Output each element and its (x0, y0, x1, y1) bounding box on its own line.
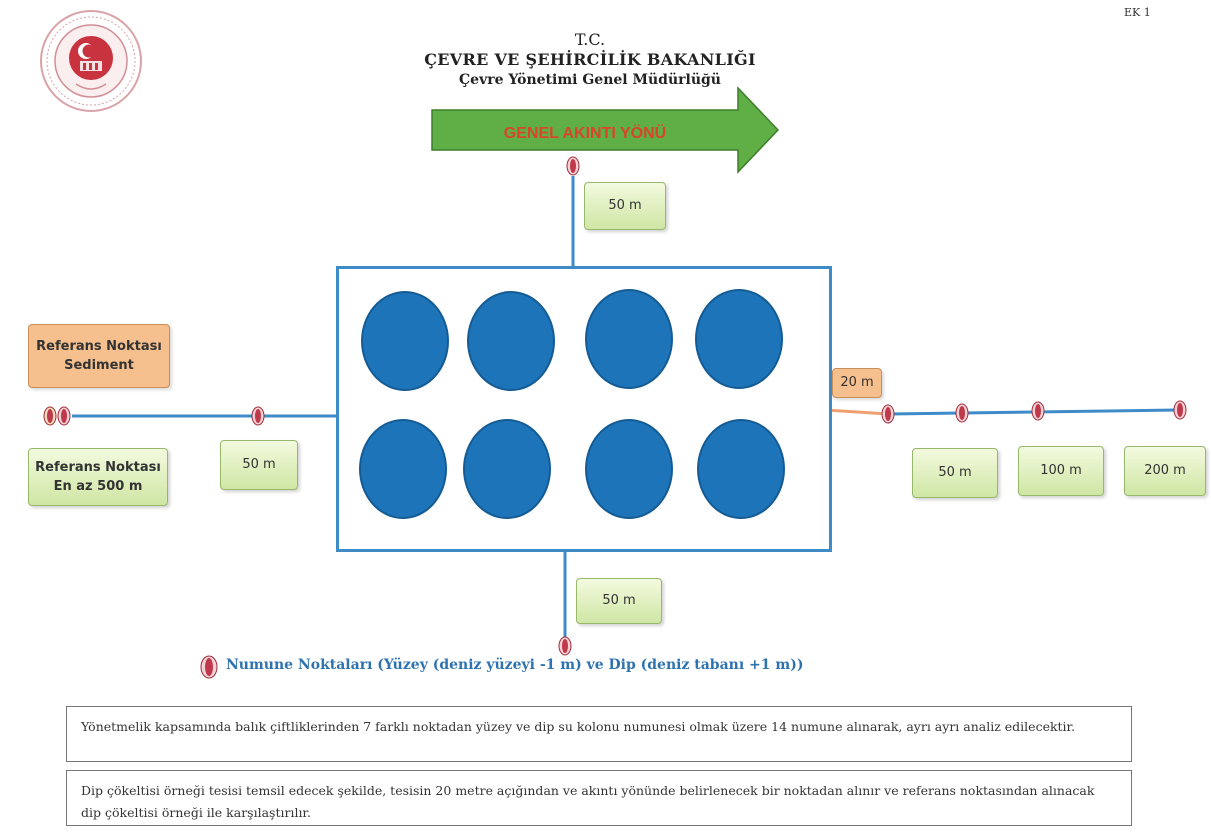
sample-marker-reference-a (43, 406, 57, 426)
fish-cage (695, 289, 783, 389)
distance-label-right-50: 50 m (912, 448, 998, 498)
distance-label-right-200: 200 m (1124, 446, 1206, 496)
sample-marker-right-20 (881, 404, 895, 424)
fish-cage (359, 419, 447, 519)
ministry-seal-logo (40, 10, 142, 112)
fish-cage (467, 291, 555, 391)
fish-cage (585, 289, 673, 389)
fish-cage (697, 419, 785, 519)
legend-text: Numune Noktaları (Yüzey (deniz yüzeyi -1… (226, 657, 804, 673)
note-box-sediment: Dip çökeltisi örneği tesisi temsil edece… (66, 770, 1132, 826)
legend-marker-icon (200, 655, 218, 679)
reference-point-line1: Referans Noktası (35, 459, 161, 475)
distance-label-right-100: 100 m (1018, 446, 1104, 496)
distance-label-right-20: 20 m (832, 368, 882, 398)
header-ministry: ÇEVRE VE ŞEHİRCİLİK BAKANLIĞI (424, 50, 756, 69)
reference-sediment-line1: Referans Noktası (36, 338, 162, 354)
right-offset-line (825, 408, 889, 416)
reference-sediment-box: Referans Noktası Sediment (28, 324, 170, 388)
note-box-sampling: Yönetmelik kapsamında balık çiftliklerin… (66, 706, 1132, 762)
reference-point-line2: En az 500 m (53, 479, 143, 494)
reference-sediment-line2: Sediment (64, 358, 134, 373)
annex-label: EK 1 (1124, 6, 1151, 19)
sample-marker-left-50 (251, 406, 265, 426)
current-direction-label: GENEL AKINTI YÖNÜ (504, 123, 666, 142)
distance-label-left: 50 m (220, 440, 298, 490)
fish-cage (585, 419, 673, 519)
sample-marker-right-200 (1173, 400, 1187, 420)
sample-marker-top (566, 156, 580, 176)
header-line-tc: T.C. (574, 30, 606, 49)
fish-farm-frame (336, 266, 832, 552)
sample-marker-right-100 (1031, 401, 1045, 421)
distance-label-top: 50 m (584, 182, 666, 230)
sample-marker-bottom (558, 636, 572, 656)
fish-cage (463, 419, 551, 519)
current-direction-arrow (431, 86, 780, 174)
reference-point-box: Referans Noktası En az 500 m (28, 448, 168, 506)
sample-marker-reference-b (57, 406, 71, 426)
header-directorate: Çevre Yönetimi Genel Müdürlüğü (459, 72, 721, 88)
sample-marker-right-50 (955, 403, 969, 423)
fish-cage (361, 291, 449, 391)
distance-label-bottom: 50 m (576, 578, 662, 624)
